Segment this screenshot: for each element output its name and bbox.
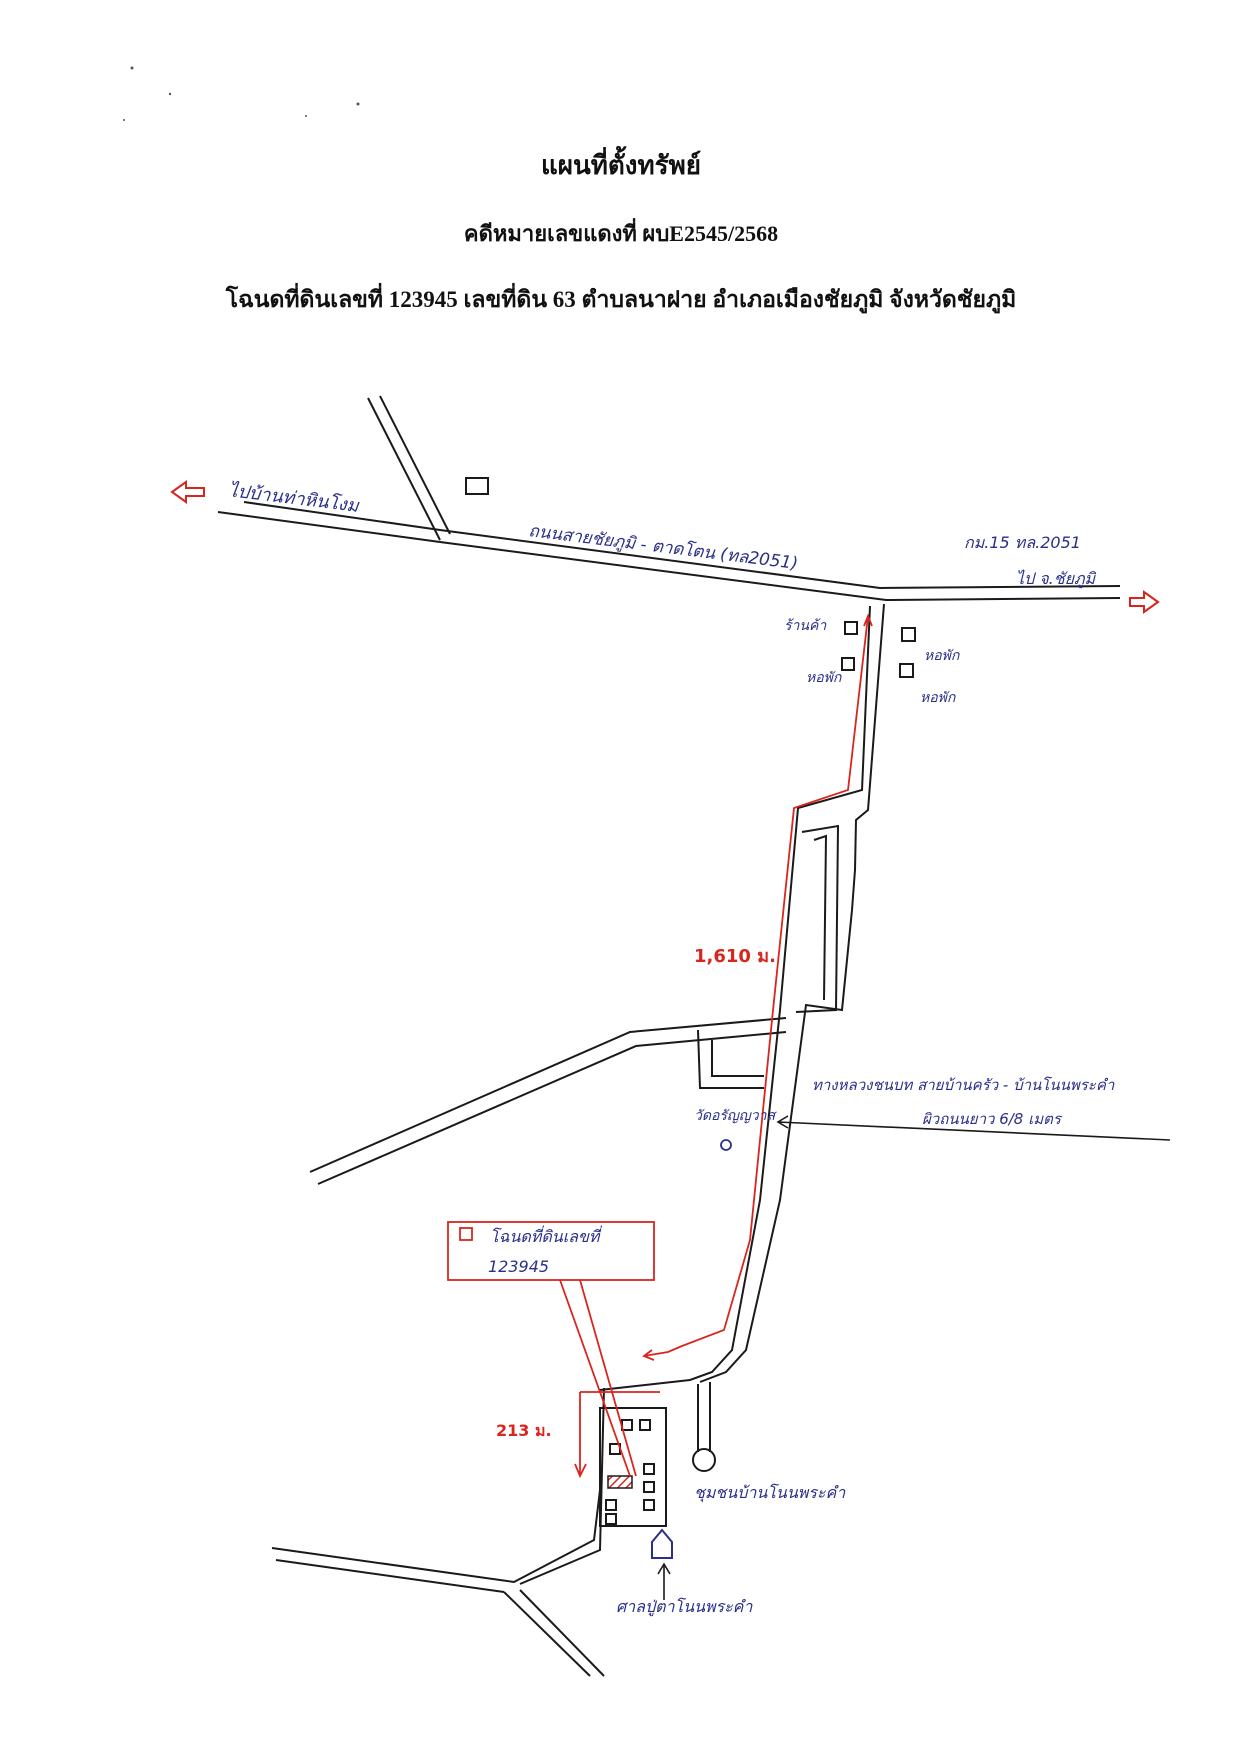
subject-property-parcel xyxy=(607,1475,633,1489)
shrine-pointer-arrow xyxy=(657,1562,671,1600)
deed-callout-box xyxy=(447,1221,655,1281)
distance-branch-label: 213 ม. xyxy=(496,1421,552,1440)
dorm-label-1: หอพัก xyxy=(806,670,843,686)
dorm-label-2: หอพัก xyxy=(924,648,961,664)
shrine-icon xyxy=(651,1528,673,1559)
route-arrowhead xyxy=(863,613,873,627)
deed-box-line2: 123945 xyxy=(488,1257,549,1276)
south-road-west xyxy=(271,1489,601,1584)
deed-legend-square xyxy=(459,1227,473,1241)
to-right-label: ไป จ.ชัยภูมิ xyxy=(1016,569,1097,589)
arrow-right-icon xyxy=(1129,590,1160,614)
temple-lane xyxy=(697,1029,764,1089)
temple-label: วัดอรัญญวาส xyxy=(694,1108,777,1124)
main-road-edge xyxy=(243,501,1121,590)
dorm-building-3 xyxy=(899,663,914,678)
south-road-west-edge xyxy=(275,1559,505,1593)
west-branch-road xyxy=(309,1017,787,1173)
road-network xyxy=(217,395,1121,1677)
distance-main-label: 1,610 ม. xyxy=(694,946,776,967)
temple-lane-edge xyxy=(711,1040,764,1077)
scan-specks xyxy=(123,66,360,121)
community-pond-icon xyxy=(692,1448,716,1472)
route-main xyxy=(643,615,869,1357)
to-left-label: ไปบ้านท่าหินโงม xyxy=(227,479,361,517)
south-connector xyxy=(519,1387,605,1585)
community-house-6 xyxy=(643,1499,655,1511)
rural-road-label: ทางหลวงชนบท สายบ้านครัว - บ้านโนนพระคำ xyxy=(812,1076,1115,1094)
deed-callout-pointer xyxy=(559,1279,637,1477)
dorm-building-1 xyxy=(841,657,855,671)
community-house-4 xyxy=(643,1463,655,1475)
south-road-southeast-edge xyxy=(519,1589,605,1677)
shop-label: ร้านค้า xyxy=(784,618,827,634)
route-end-arrowhead xyxy=(642,1349,655,1361)
north-branch-road-edge xyxy=(379,395,451,535)
community-house-1 xyxy=(621,1419,633,1431)
community-label: ชุมชนบ้านโนนพระคำ xyxy=(694,1483,846,1503)
route-line xyxy=(447,613,873,1479)
road-detour xyxy=(795,824,840,1013)
north-branch-road xyxy=(367,397,441,541)
temple-icon xyxy=(720,1139,732,1151)
community-house-7 xyxy=(605,1499,617,1511)
case-number-line: คดีหมายเลขแดงที่ ผบE2545/2568 xyxy=(463,221,779,246)
community-house-8 xyxy=(605,1513,617,1525)
south-road-southeast xyxy=(503,1591,591,1677)
main-road xyxy=(217,511,1121,602)
deed-box-line1: โฉนดที่ดินเลขที่ xyxy=(490,1225,602,1246)
community-block xyxy=(599,1407,667,1527)
rural-road-west xyxy=(599,605,871,1391)
shop-building xyxy=(844,621,858,635)
west-branch-road-edge xyxy=(317,1031,787,1185)
arrow-left-icon xyxy=(170,480,205,504)
map-title: แผนที่ตั้งทรัพย์ xyxy=(541,151,701,180)
dorm-building-2 xyxy=(901,627,916,642)
community-house-5 xyxy=(643,1481,655,1493)
dorm-label-3: หอพัก xyxy=(920,690,957,706)
branch-distance-line xyxy=(574,1391,660,1479)
km-label: กม.15 ทล.2051 xyxy=(964,533,1081,552)
rural-road-east xyxy=(699,603,885,1383)
shrine-label: ศาลปู่ตาโนนพระคำ xyxy=(616,1597,753,1617)
deed-info-line: โฉนดที่ดินเลขที่ 123945 เลขที่ดิน 63 ตำบ… xyxy=(225,287,1017,312)
community-house-2 xyxy=(639,1419,651,1431)
road-detour-inner xyxy=(813,834,828,1001)
road-width-label: ผิวถนนยาว 6/8 เมตร xyxy=(922,1110,1063,1128)
building-north xyxy=(465,477,489,495)
rural-road-pointer xyxy=(776,1115,1171,1141)
